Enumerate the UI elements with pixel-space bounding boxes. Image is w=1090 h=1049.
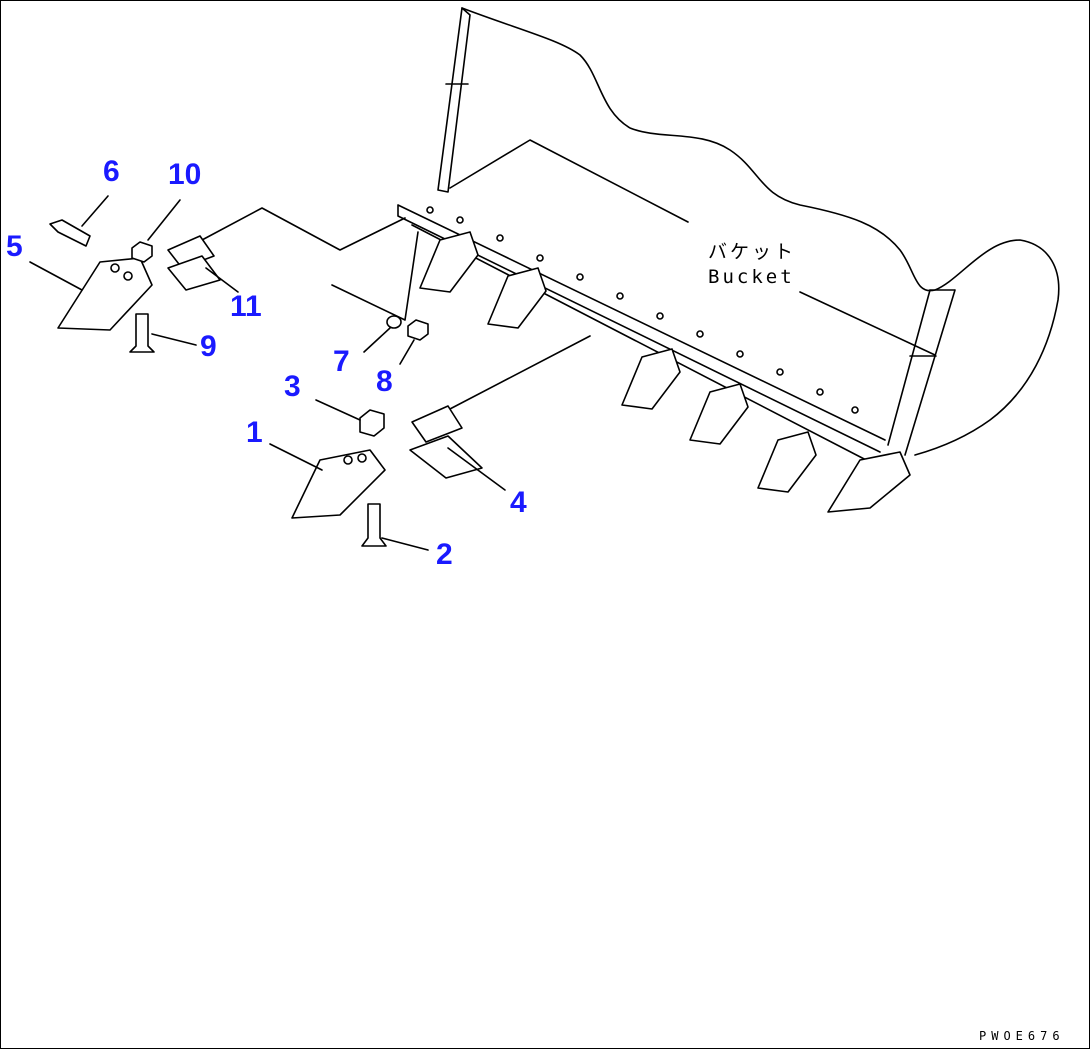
drawing-code: PWOE676 [979, 1029, 1065, 1043]
callout-8: 8 [376, 365, 393, 398]
callout-11: 11 [230, 290, 262, 323]
right-side-plate [887, 289, 956, 456]
bucket-label-en: Bucket [708, 266, 795, 288]
part-11-shim-b [167, 255, 221, 291]
part-4-shim-a [411, 405, 463, 443]
part-7-washer [386, 315, 402, 329]
callout-1: 1 [246, 416, 263, 449]
callout-7: 7 [333, 345, 350, 378]
bucket-label-jp: バケット [708, 241, 797, 263]
left-side-plate [437, 7, 471, 193]
callout-4: 4 [510, 486, 527, 519]
callout-leaders [29, 195, 506, 551]
callout-6: 6 [103, 155, 120, 188]
part-2-bolt [361, 503, 387, 547]
callout-9: 9 [200, 330, 217, 363]
callout-3: 3 [284, 370, 301, 403]
bucket-teeth [419, 231, 911, 513]
part-9-bolt [129, 313, 155, 353]
part-4-shim-b [409, 435, 483, 479]
part-3-nut [359, 409, 385, 437]
callout-10: 10 [168, 158, 202, 191]
part-6-bolt [49, 219, 91, 247]
bucket-leader [449, 139, 689, 223]
part-1-tooth [291, 449, 386, 519]
part-10-nut [131, 241, 153, 263]
callout-5: 5 [6, 230, 23, 263]
bucket-outline [461, 7, 1060, 456]
callout-2: 2 [436, 538, 453, 571]
part-8-nut [407, 319, 429, 341]
edge-holes [426, 206, 859, 414]
